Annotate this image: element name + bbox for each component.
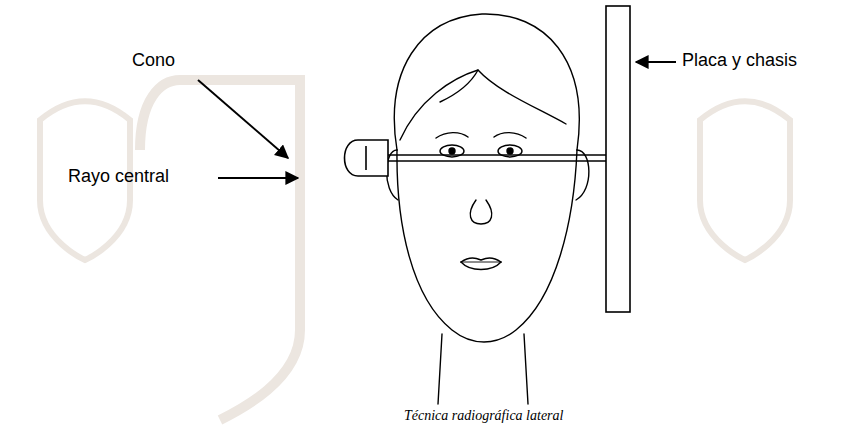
part-label: Rayo central [68, 166, 169, 188]
part-label: Placa y chasis [682, 50, 797, 72]
caption: Técnica radiográfica lateral [404, 408, 563, 425]
face-drawing [387, 14, 589, 404]
central-ray [388, 155, 606, 161]
part-label: Cono [132, 50, 175, 72]
film-plate [606, 6, 630, 312]
watermark [40, 80, 790, 420]
x-ray-cone [345, 140, 389, 176]
leader-arrows [198, 62, 676, 178]
